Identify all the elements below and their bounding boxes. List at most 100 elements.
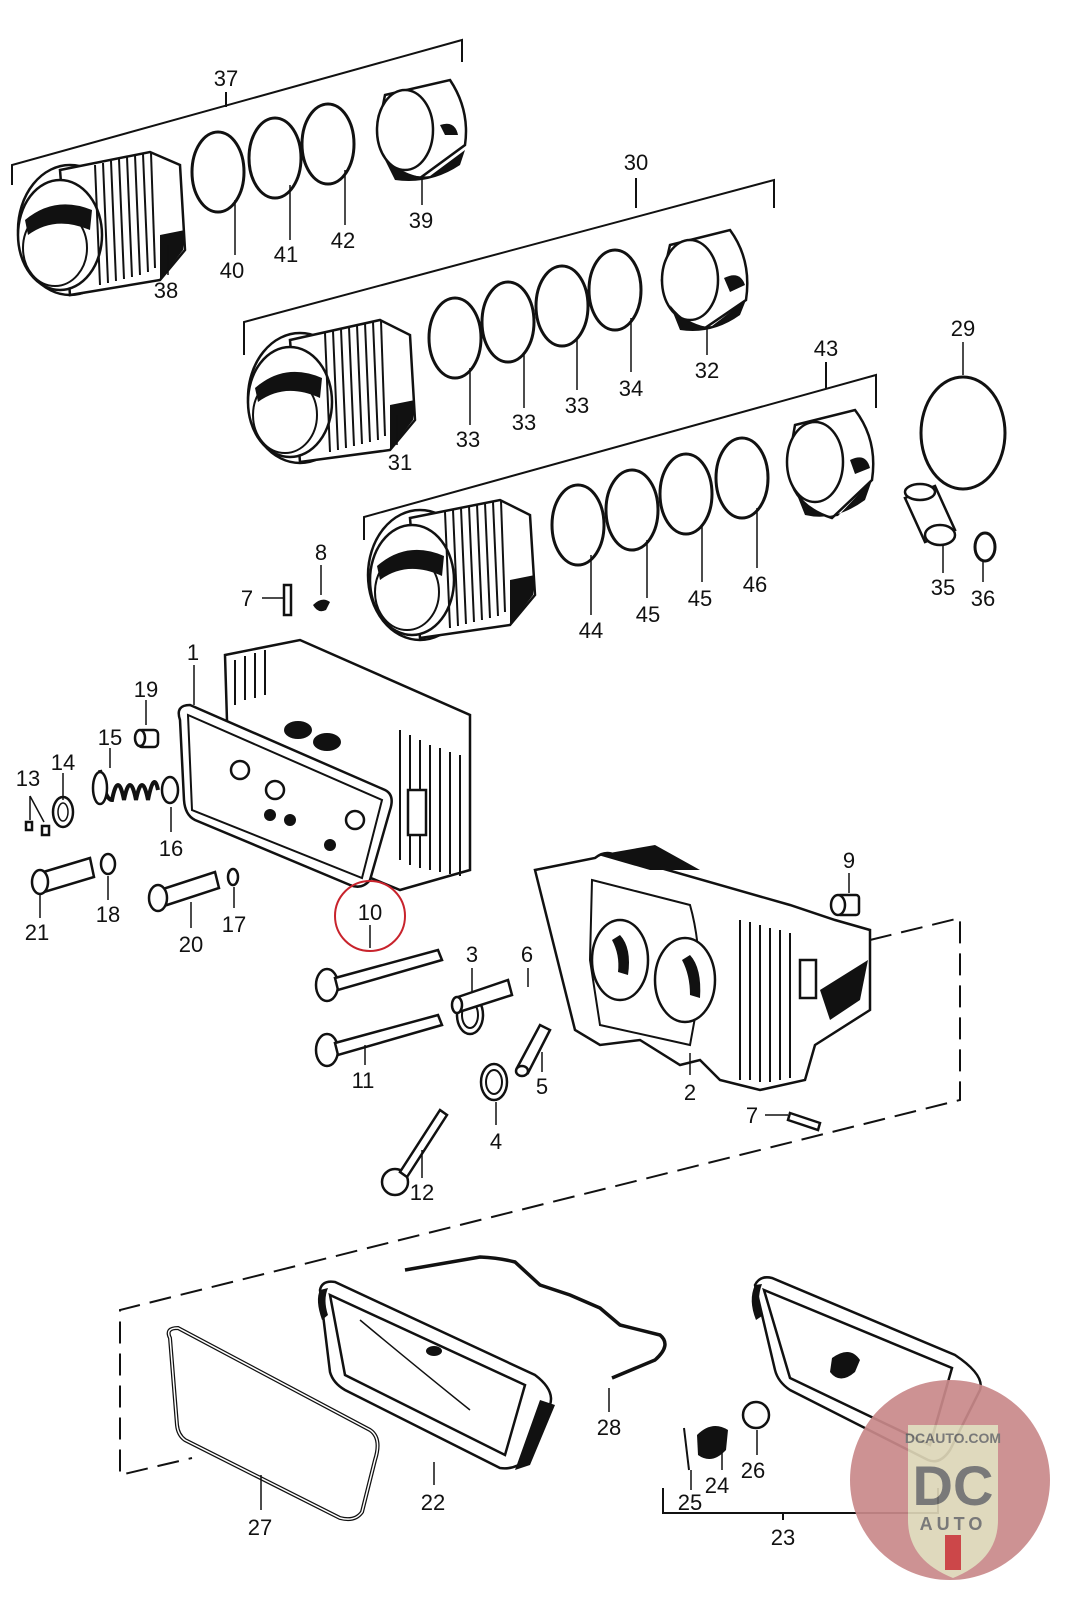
ring-33a[interactable] (427, 296, 483, 380)
label-35[interactable]: 35 (931, 575, 955, 600)
stud-7b[interactable] (786, 1111, 822, 1132)
label-9[interactable]: 9 (843, 848, 855, 873)
label-41[interactable]: 41 (274, 242, 298, 267)
label-33a[interactable]: 33 (456, 427, 480, 452)
label-14[interactable]: 14 (51, 750, 75, 775)
assembly-37: 37 38 40 41 42 (11, 38, 468, 303)
label-13[interactable]: 13 (16, 766, 40, 791)
piston-39[interactable] (375, 78, 468, 181)
cylinder-31[interactable] (246, 318, 417, 465)
ring-33c[interactable] (534, 264, 590, 348)
label-36[interactable]: 36 (971, 586, 995, 611)
ring-45b[interactable] (658, 452, 714, 536)
retainer-14[interactable] (51, 795, 75, 829)
label-22[interactable]: 22 (421, 1490, 445, 1515)
label-11[interactable]: 11 (352, 1068, 375, 1093)
label-3[interactable]: 3 (466, 942, 478, 967)
valve-11[interactable] (314, 1013, 444, 1068)
label-16[interactable]: 16 (159, 836, 183, 861)
piston-43[interactable] (785, 408, 875, 520)
label-30[interactable]: 30 (624, 150, 648, 175)
piston-pin-35[interactable] (903, 482, 957, 547)
seal-18[interactable] (99, 852, 117, 876)
plug-8[interactable] (313, 599, 330, 612)
label-37[interactable]: 37 (214, 66, 238, 91)
valve-keys-13[interactable] (24, 820, 51, 837)
label-21[interactable]: 21 (25, 920, 49, 945)
valve-cover-22[interactable] (317, 1280, 555, 1470)
label-5[interactable]: 5 (536, 1074, 548, 1099)
bracket-30 (243, 178, 775, 355)
valve-guide-6[interactable] (450, 978, 514, 1015)
assembly-30: 30 31 33 33 33 34 (243, 150, 775, 475)
label-8[interactable]: 8 (315, 540, 327, 565)
label-42[interactable]: 42 (331, 228, 355, 253)
label-12[interactable]: 12 (410, 1180, 434, 1205)
washer-17[interactable] (226, 867, 240, 887)
label-38[interactable]: 38 (154, 278, 178, 303)
label-40[interactable]: 40 (220, 258, 244, 283)
label-45a[interactable]: 45 (636, 602, 660, 627)
valve-12[interactable] (380, 1108, 449, 1197)
valve-spring-15[interactable] (91, 769, 160, 806)
label-25[interactable]: 25 (678, 1490, 702, 1515)
valve-guide-20[interactable] (147, 870, 221, 913)
label-31[interactable]: 31 (388, 450, 412, 475)
label-33b[interactable]: 33 (512, 410, 536, 435)
ring-45a[interactable] (604, 468, 660, 552)
ring-33b[interactable] (480, 280, 536, 364)
ring-41[interactable] (247, 116, 303, 200)
valve-10[interactable] (314, 948, 444, 1003)
bushing-9[interactable] (829, 893, 861, 917)
label-46[interactable]: 46 (743, 572, 767, 597)
ring-42[interactable] (300, 102, 356, 186)
valve-guide-5[interactable] (514, 1023, 552, 1078)
ball-26[interactable] (741, 1400, 771, 1430)
label-45b[interactable]: 45 (688, 586, 712, 611)
label-15[interactable]: 15 (98, 725, 122, 750)
plug-24[interactable] (697, 1426, 728, 1459)
label-34[interactable]: 34 (619, 376, 643, 401)
circlip-36[interactable] (973, 531, 997, 563)
label-4[interactable]: 4 (490, 1129, 502, 1154)
label-10[interactable]: 10 (358, 900, 382, 925)
cap-19[interactable] (133, 728, 160, 749)
label-2[interactable]: 2 (684, 1080, 696, 1105)
label-7b[interactable]: 7 (746, 1103, 758, 1128)
ring-40[interactable] (190, 130, 246, 214)
seal-ring-29[interactable] (919, 375, 1007, 491)
label-19[interactable]: 19 (134, 677, 158, 702)
cylinder-43-body[interactable] (366, 498, 537, 642)
label-6[interactable]: 6 (521, 942, 533, 967)
stud-7[interactable] (282, 583, 293, 617)
pin-25[interactable] (683, 1427, 690, 1471)
label-29[interactable]: 29 (951, 316, 975, 341)
ring-44[interactable] (550, 483, 606, 567)
piston-32[interactable] (660, 228, 749, 331)
label-26[interactable]: 26 (741, 1458, 765, 1483)
cylinder-head-2[interactable] (533, 845, 872, 1092)
label-32[interactable]: 32 (695, 358, 719, 383)
label-1[interactable]: 1 (187, 640, 199, 665)
washer-16[interactable] (160, 775, 180, 805)
ring-34[interactable] (587, 248, 643, 332)
label-18[interactable]: 18 (96, 902, 120, 927)
label-43[interactable]: 43 (814, 336, 838, 361)
label-28[interactable]: 28 (597, 1415, 621, 1440)
label-27[interactable]: 27 (248, 1515, 272, 1540)
label-44[interactable]: 44 (579, 618, 603, 643)
ring-46[interactable] (714, 436, 770, 520)
label-7a[interactable]: 7 (241, 586, 253, 611)
cylinder-38[interactable] (16, 150, 187, 297)
cylinder-head-1[interactable] (177, 638, 472, 892)
label-17[interactable]: 17 (222, 912, 246, 937)
label-20[interactable]: 20 (179, 932, 203, 957)
label-23[interactable]: 23 (771, 1525, 795, 1550)
piston-pin-parts: 29 35 36 (903, 316, 1007, 611)
bail-clip-28[interactable] (404, 1255, 667, 1380)
label-33c[interactable]: 33 (565, 393, 589, 418)
assembly-43: 43 44 45 45 46 (363, 336, 877, 643)
label-24[interactable]: 24 (705, 1473, 729, 1498)
label-39[interactable]: 39 (409, 208, 433, 233)
valve-guide-21[interactable] (30, 856, 96, 896)
